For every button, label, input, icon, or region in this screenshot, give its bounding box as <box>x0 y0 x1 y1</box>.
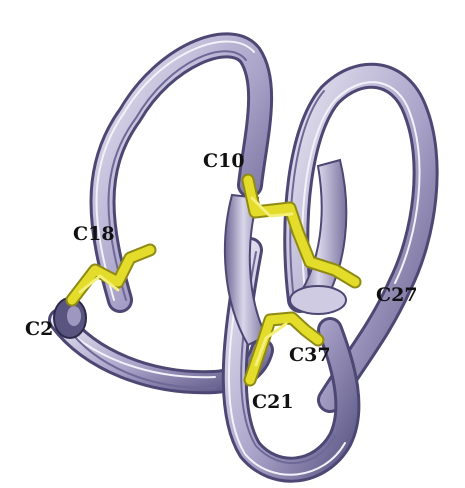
label-c2: C2 <box>25 318 53 340</box>
label-c27: C27 <box>376 284 418 306</box>
label-c21: C21 <box>252 391 294 413</box>
label-c10: C10 <box>203 150 245 172</box>
label-c18: C18 <box>73 223 115 245</box>
label-c37: C37 <box>289 344 331 366</box>
